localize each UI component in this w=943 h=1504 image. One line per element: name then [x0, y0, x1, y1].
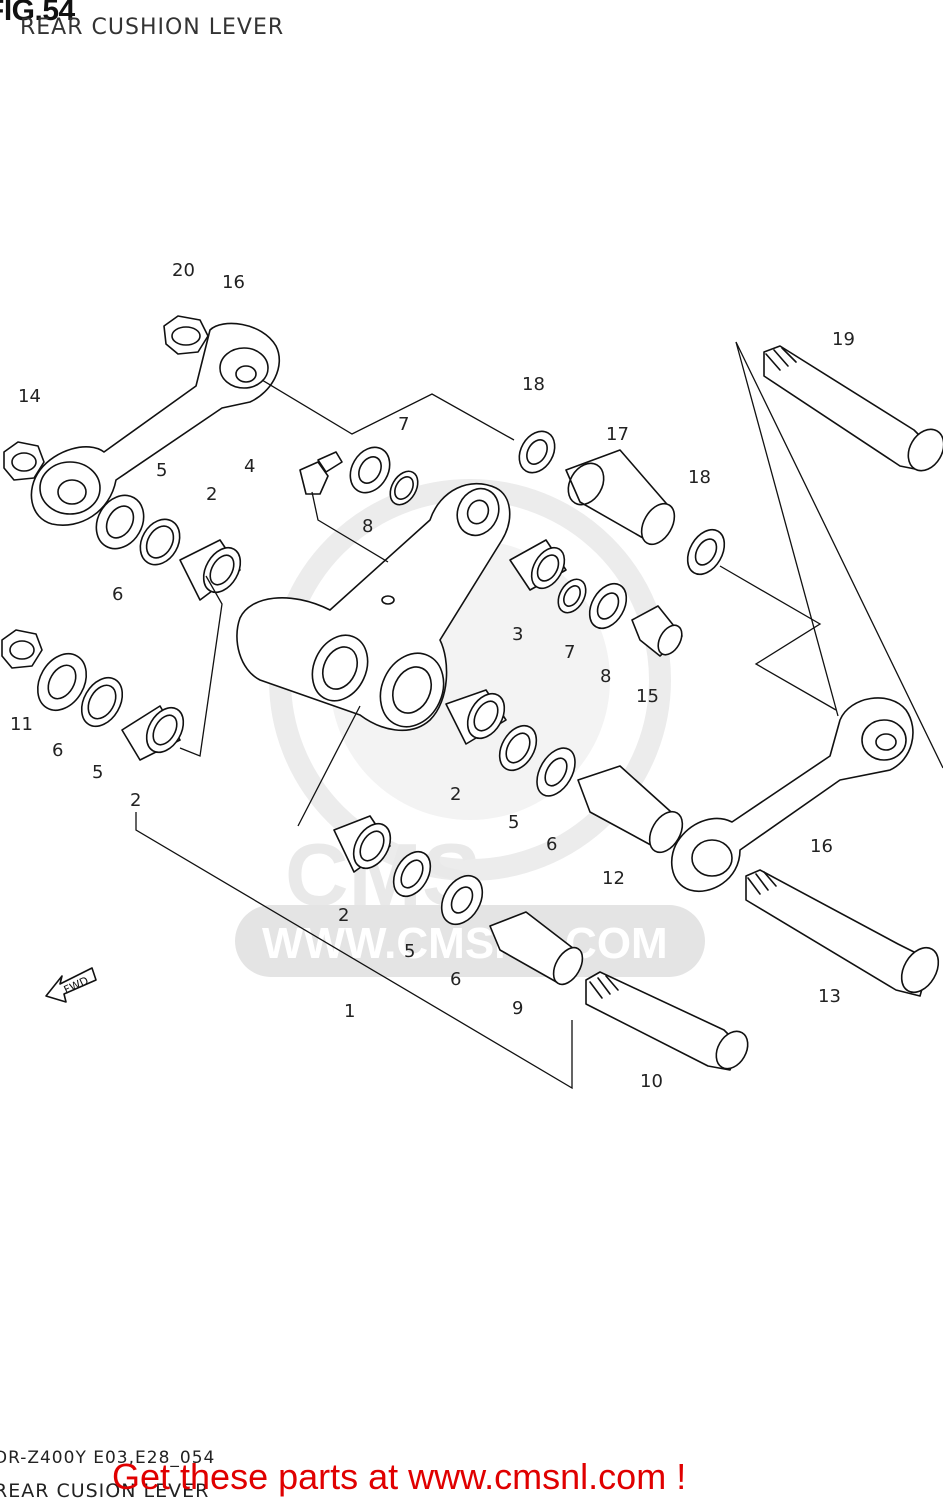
- callout-label: 5: [92, 762, 103, 783]
- callout-label: 19: [832, 329, 855, 350]
- callout-label: 2: [130, 790, 141, 811]
- grease-nipple: [299, 451, 343, 495]
- bearing-lower-left: [121, 705, 185, 761]
- callout-label: 13: [818, 986, 841, 1007]
- fwd-label: FWD: [62, 974, 91, 997]
- callout-label: 3: [512, 624, 523, 645]
- callout-label: 8: [362, 516, 373, 537]
- spacer-15: [631, 605, 683, 657]
- spacer-9: [489, 911, 584, 986]
- callout-label: 6: [112, 584, 123, 605]
- callout-label: 16: [222, 272, 245, 293]
- callout-label: 16: [810, 836, 833, 857]
- cushion-lever: [236, 483, 511, 732]
- bearing-3: [509, 539, 567, 591]
- bolt-19: [763, 345, 943, 472]
- promo-link[interactable]: Get these parts at www.cmsnl.com !: [112, 1456, 687, 1497]
- watermark-url: WWW.CMSNL.COM: [262, 919, 668, 968]
- callout-label: 20: [172, 260, 195, 281]
- callout-label: 14: [18, 386, 41, 407]
- callout-label: 17: [606, 424, 629, 445]
- callout-label: 5: [508, 812, 519, 833]
- footer-code: DR-Z400Y E03,E28_054: [0, 1448, 216, 1468]
- fwd-arrow: [45, 967, 97, 1003]
- bolt-10: [585, 971, 749, 1071]
- washers-right: [349, 430, 726, 630]
- spacer-17: [565, 449, 676, 546]
- callout-label: 1: [344, 1001, 355, 1022]
- callout-label: 6: [546, 834, 557, 855]
- callout-label: 15: [636, 686, 659, 707]
- callout-label: 11: [10, 714, 33, 735]
- callout-label: 9: [512, 998, 523, 1019]
- assembly-lines: [135, 341, 943, 1090]
- nut-14: [3, 441, 45, 481]
- nut-11: [1, 629, 43, 669]
- bearing-upper-left: [179, 539, 242, 601]
- callout-label: 18: [688, 467, 711, 488]
- callout-label: 5: [156, 460, 167, 481]
- nut-20: [163, 315, 209, 355]
- callout-label: 12: [602, 868, 625, 889]
- tie-rod-lower: [671, 697, 914, 892]
- figure-subtitle: REAR CUSHION LEVER: [20, 15, 285, 40]
- bolt-13: [745, 869, 940, 997]
- callout-label: 2: [338, 905, 349, 926]
- callout-label: 6: [52, 740, 63, 761]
- bearing-center: [445, 689, 576, 797]
- callout-label: 10: [640, 1071, 663, 1092]
- callout-label: 2: [206, 484, 217, 505]
- callout-label: 7: [398, 414, 409, 435]
- spacer-12: [577, 765, 684, 854]
- footer-caption: REAR CUSION LEVER: [0, 1480, 210, 1502]
- figure-title: FIG.54: [0, 0, 75, 27]
- callout-label: 18: [522, 374, 545, 395]
- callout-label: 5: [404, 941, 415, 962]
- callout-label: 6: [450, 969, 461, 990]
- tie-rod-upper: [30, 322, 281, 526]
- washers-left: [36, 494, 181, 728]
- callout-label: 4: [244, 456, 255, 477]
- callout-label: 7: [564, 642, 575, 663]
- callout-label: 8: [600, 666, 611, 687]
- callout-label: 2: [450, 784, 461, 805]
- bearing-lower: [333, 815, 484, 926]
